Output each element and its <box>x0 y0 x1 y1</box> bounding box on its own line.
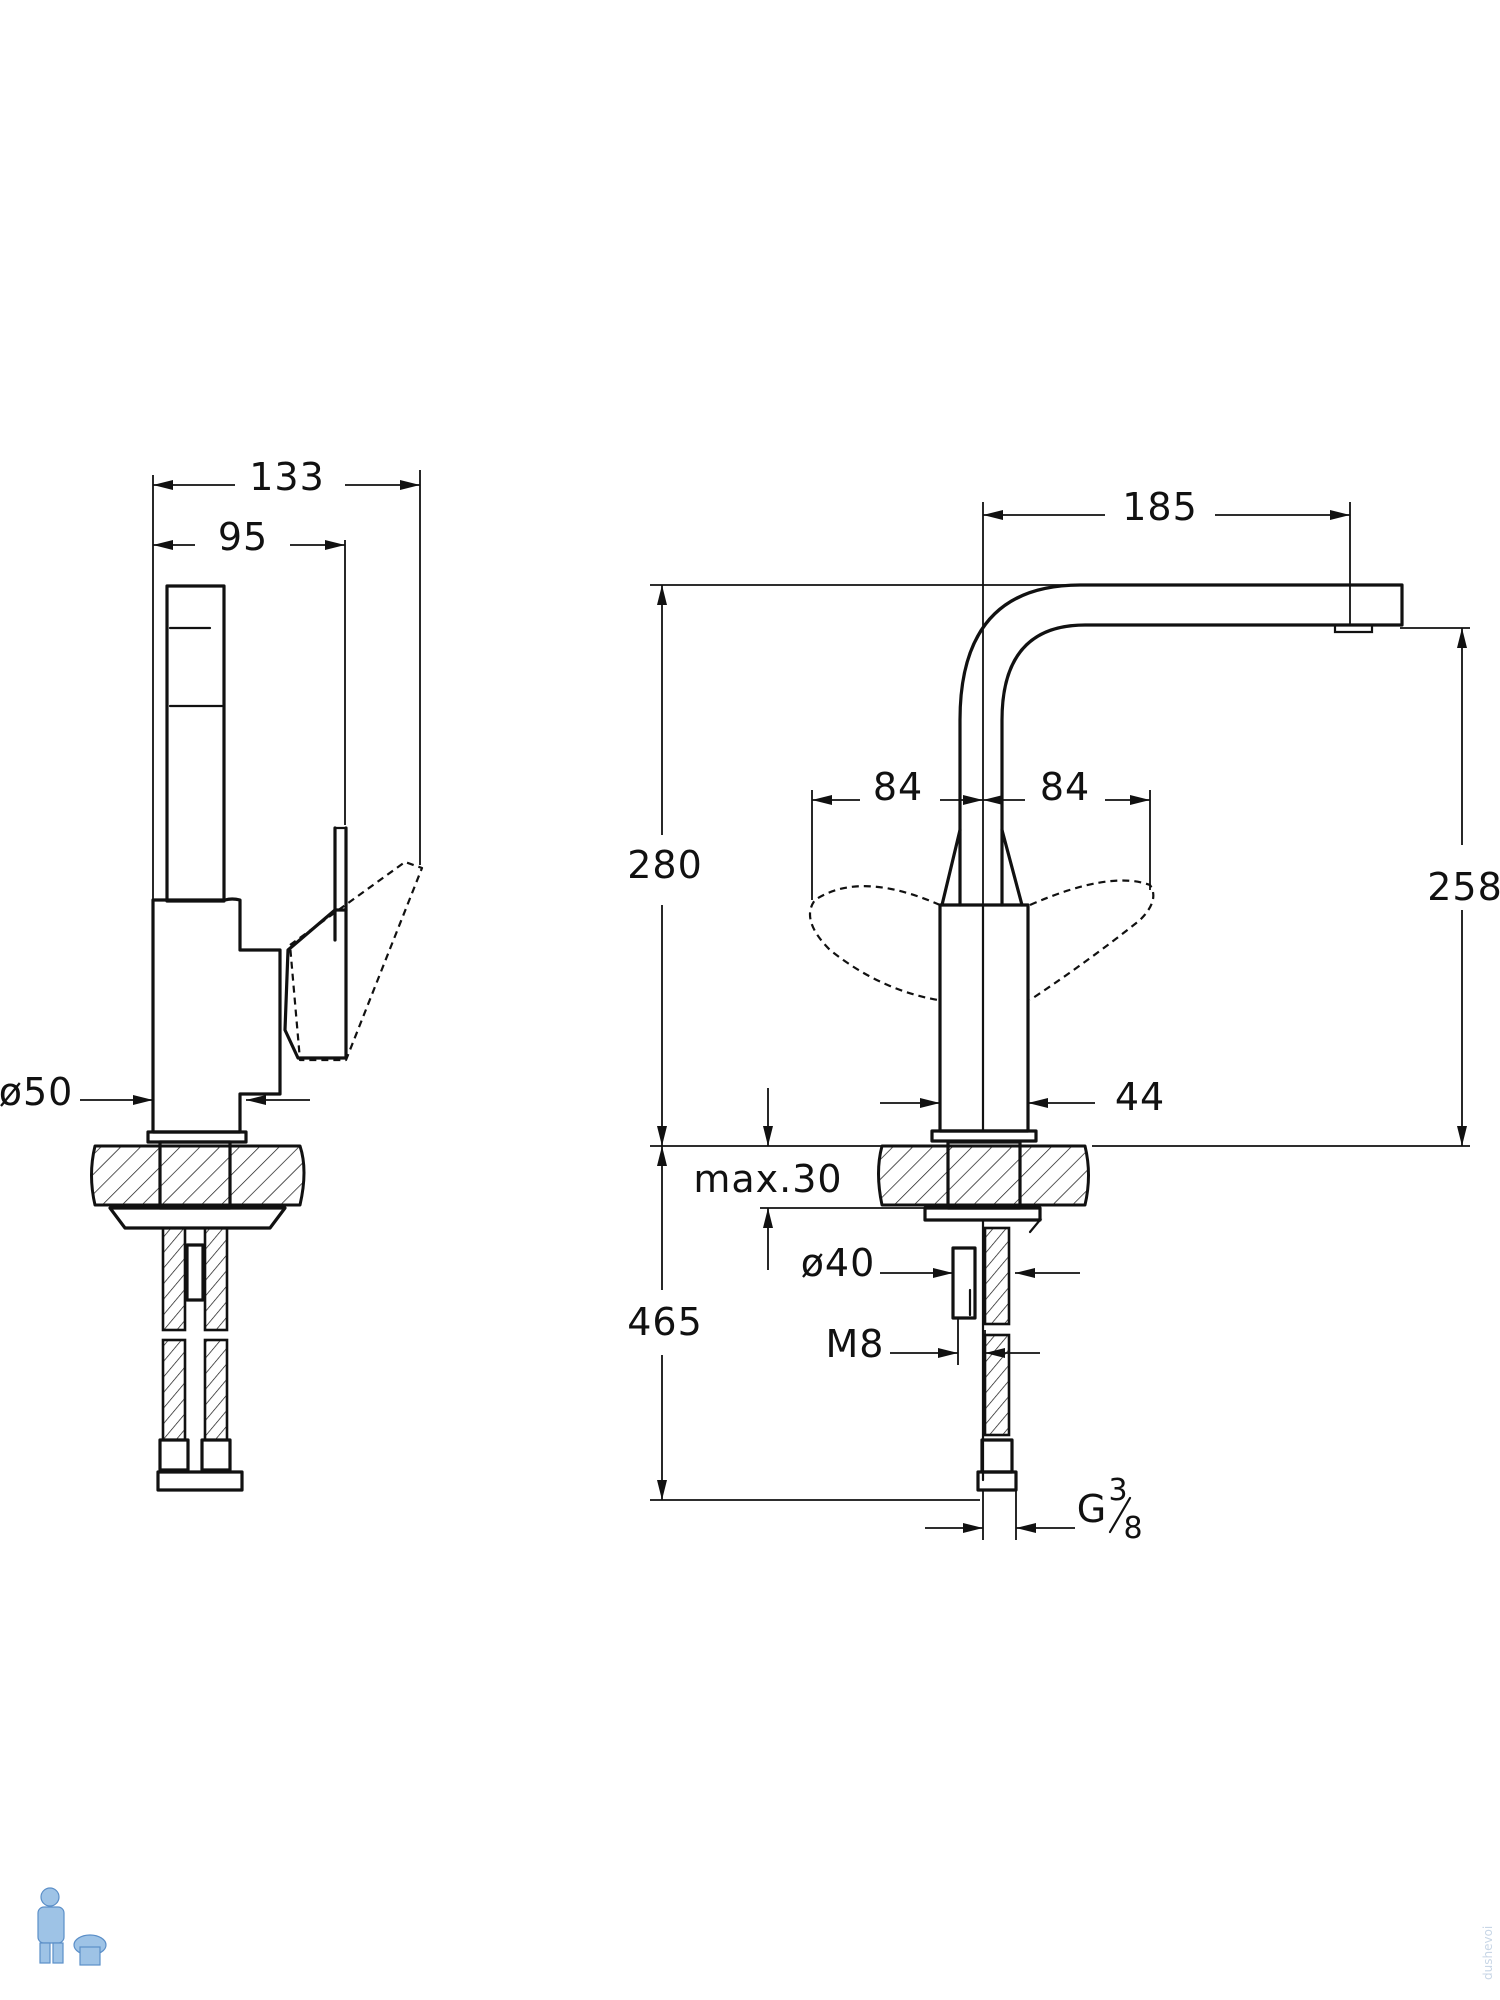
dim-label-84-right: 84 <box>1040 765 1090 809</box>
side-countertop <box>90 1144 306 1207</box>
side-fixing-assembly <box>108 1140 287 1492</box>
dim-label-g-numerator: 3 <box>1108 1473 1127 1508</box>
front-countertop <box>877 1144 1090 1207</box>
dim-label-95: 95 <box>218 515 268 559</box>
front-dimension-lines <box>650 502 1470 1540</box>
front-handle-right-swing <box>1029 879 1155 1001</box>
dim-label-44: 44 <box>1115 1075 1165 1119</box>
front-fixing-assembly <box>923 1140 1043 1492</box>
dim-label-m8: M8 <box>826 1322 885 1366</box>
dim-label-max30: max.30 <box>693 1157 842 1201</box>
side-dimension-lines <box>80 470 421 1105</box>
dim-label-g-thread: G <box>1077 1487 1107 1531</box>
dim-label-280: 280 <box>627 843 703 887</box>
dim-label-g-denominator: 8 <box>1123 1511 1142 1546</box>
fraction-bar <box>1108 1496 1132 1534</box>
dim-label-diameter-50: ø50 <box>0 1070 73 1114</box>
dim-label-465: 465 <box>627 1300 703 1344</box>
dim-label-84-left: 84 <box>873 765 923 809</box>
dim-label-185: 185 <box>1122 485 1198 529</box>
watermark-text: dushevoi <box>1481 1926 1495 1980</box>
front-handle-left-swing <box>808 885 941 1002</box>
dim-label-133: 133 <box>249 455 325 499</box>
dim-label-258: 258 <box>1427 865 1500 909</box>
side-faucet-body <box>146 584 424 1144</box>
dim-label-diameter-40: ø40 <box>801 1241 876 1285</box>
plumber-logo-icon <box>37 1887 107 1966</box>
front-view <box>650 502 1470 1540</box>
side-view <box>80 470 424 1492</box>
